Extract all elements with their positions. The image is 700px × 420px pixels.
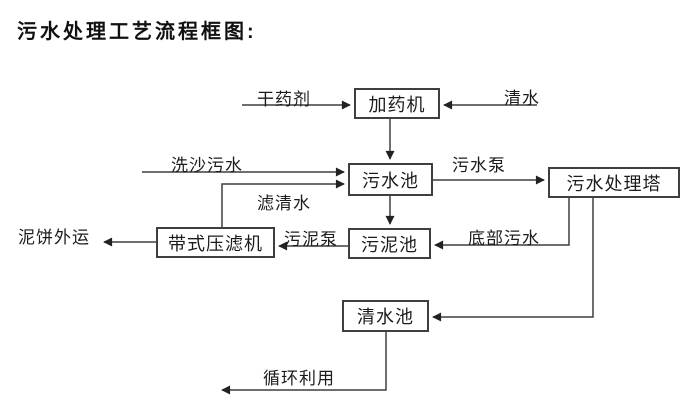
- label-sludge-pump: 污泥泵: [284, 230, 338, 249]
- label-clear-water-in: 清水: [504, 89, 540, 108]
- node-treatment-tower: 污水处理塔: [548, 167, 680, 198]
- node-belt-filter-press: 带式压滤机: [156, 227, 275, 258]
- label-dry-chemical: 干药剂: [257, 90, 311, 109]
- arrow-tower-to-sludge-pool: [434, 198, 570, 250]
- node-sewage-pool: 污水池: [348, 163, 433, 196]
- label-recycling: 循环利用: [263, 369, 335, 388]
- node-clear-water-pool: 清水池: [342, 300, 429, 332]
- label-filtered-water: 滤清水: [257, 194, 311, 213]
- arrow-tower-to-clear-water-pool: [432, 198, 594, 322]
- label-bottom-sewage: 底部污水: [468, 229, 540, 248]
- arrow-filter-press-to-sewage-pool: [221, 179, 345, 227]
- node-sludge-pool: 污泥池: [348, 228, 431, 259]
- label-sewage-pump: 污水泵: [452, 156, 506, 175]
- label-mud-cake-out: 泥饼外运: [18, 228, 90, 247]
- diagram-title: 污水处理工艺流程框图:: [17, 21, 257, 43]
- label-sand-wash-sewage: 洗沙污水: [171, 156, 243, 175]
- node-dosing-machine: 加药机: [354, 88, 440, 119]
- arrow-clear-water-pool-to-reuse: [221, 332, 387, 395]
